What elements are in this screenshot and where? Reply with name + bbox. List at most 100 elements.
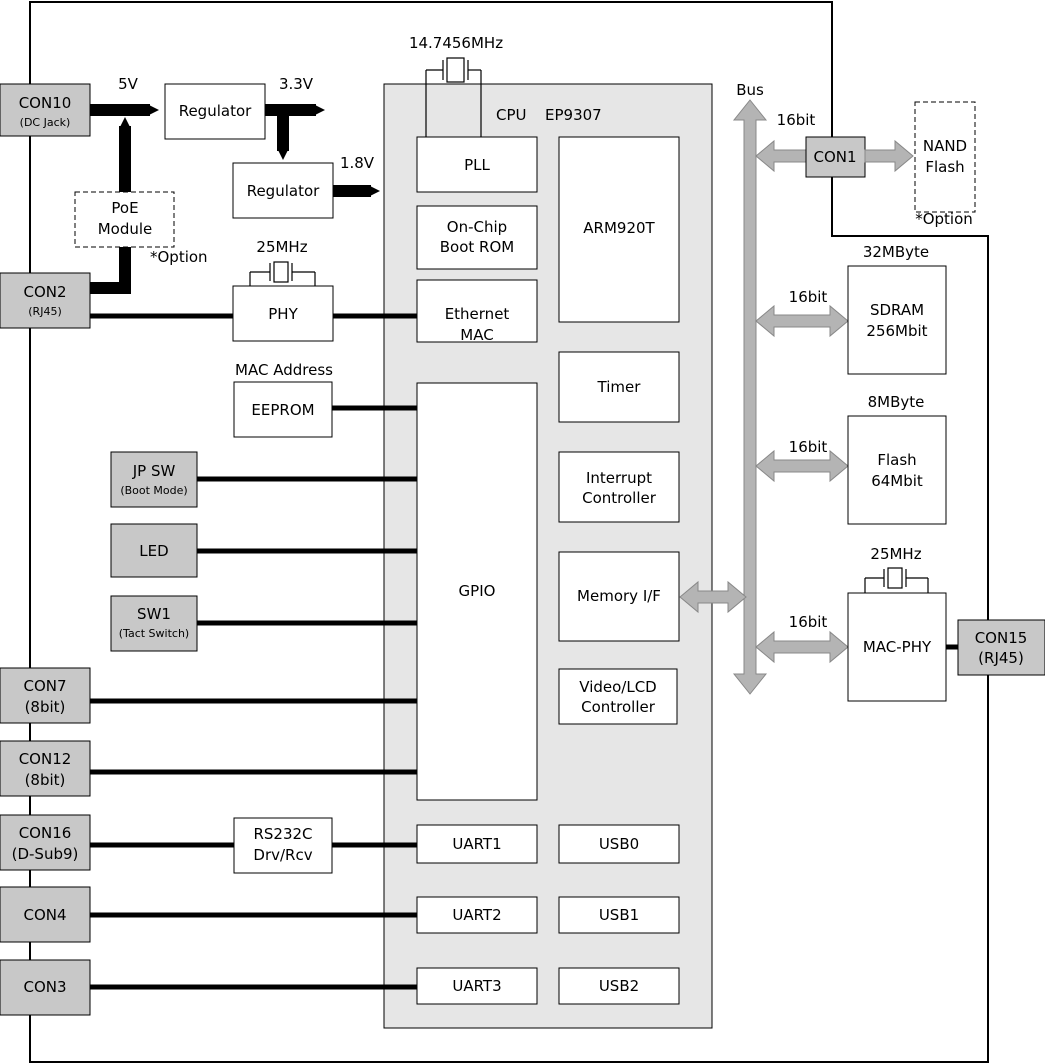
regulator1-label: Regulator <box>179 102 252 120</box>
crystal-icon <box>249 261 316 286</box>
sw1-sub: (Tact Switch) <box>119 627 189 640</box>
arm-box <box>558 136 680 323</box>
board-outline <box>29 1 989 1063</box>
jp-sw-box <box>110 451 198 508</box>
usb1-label: USB1 <box>599 906 639 924</box>
bootrom-line1: On-Chip <box>447 218 507 236</box>
con16-label: CON16 <box>19 824 72 842</box>
nand-width-label: 16bit <box>777 111 816 129</box>
macphy-label: MAC-PHY <box>863 638 932 656</box>
con10-label: CON10 <box>19 94 72 112</box>
cpu-model: EP9307 <box>545 106 602 124</box>
con7-sub: (8bit) <box>25 698 66 716</box>
led-box <box>110 523 198 578</box>
nand-line2: Flash <box>925 158 964 176</box>
led-label: LED <box>139 542 168 560</box>
sdram-width-label: 16bit <box>789 288 828 306</box>
con3-box <box>0 959 91 1016</box>
sdram-box <box>847 265 947 375</box>
con15-label: CON15 <box>975 629 1028 647</box>
signal-lines <box>90 313 417 990</box>
eeprom-caption: MAC Address <box>235 361 333 379</box>
con2-sub: (RJ45) <box>28 305 61 318</box>
con1-label: CON1 <box>813 148 856 166</box>
usb1-box <box>558 896 680 934</box>
flash-line1: Flash <box>877 451 916 469</box>
video-line1: Video/LCD <box>579 678 656 696</box>
bootrom-box <box>416 205 538 270</box>
uart2-box <box>416 896 538 934</box>
con4-box <box>0 886 91 943</box>
memif-bus-arrow <box>679 580 747 614</box>
usb0-label: USB0 <box>599 835 639 853</box>
v5-label: 5V <box>118 75 139 93</box>
intc-line1: Interrupt <box>586 469 652 487</box>
video-box <box>558 668 678 725</box>
con12-box <box>0 740 91 797</box>
cpu-title: CPU <box>496 106 527 124</box>
rs232c-line2: Drv/Rcv <box>253 846 312 864</box>
regulator2-label: Regulator <box>247 182 320 200</box>
uart2-label: UART2 <box>452 906 501 924</box>
flash-capacity: 8MByte <box>868 393 925 411</box>
uart1-label: UART1 <box>452 835 501 853</box>
intc-line2: Controller <box>582 489 657 507</box>
intc-box <box>558 451 680 523</box>
rs232c-line1: RS232C <box>253 825 312 843</box>
ethmac-box <box>416 279 538 343</box>
memif-label: Memory I/F <box>577 587 661 605</box>
con16-sub: (D-Sub9) <box>12 845 79 863</box>
gpio-box <box>416 382 538 801</box>
usb2-label: USB2 <box>599 977 639 995</box>
con2-label: CON2 <box>23 283 66 301</box>
v18-label: 1.8V <box>340 154 375 172</box>
nand-box <box>914 101 976 213</box>
sdram-capacity: 32MByte <box>863 243 929 261</box>
sdram-bus-arrow <box>755 304 849 338</box>
flash-width-label: 16bit <box>789 438 828 456</box>
phy-label: PHY <box>268 305 298 323</box>
usb0-box <box>558 824 680 864</box>
con10-sub: (DC Jack) <box>20 116 71 129</box>
jp-sw-sub: (Boot Mode) <box>120 484 187 497</box>
poe-option: *Option <box>150 248 208 266</box>
jp-sw-label: JP SW <box>132 462 176 480</box>
sdram-line1: SDRAM <box>870 301 924 319</box>
nand-option: *Option <box>915 210 973 228</box>
eeprom-box <box>233 381 333 438</box>
timer-box <box>558 351 680 423</box>
sdram-line2: 256Mbit <box>866 322 927 340</box>
con15-sub: (RJ45) <box>978 649 1024 667</box>
crystal-icon <box>864 567 929 593</box>
poe-line2: Module <box>98 220 153 238</box>
bus-label: Bus <box>736 81 764 99</box>
video-line2: Controller <box>581 698 656 716</box>
con7-box <box>0 667 91 724</box>
uart3-label: UART3 <box>452 977 501 995</box>
v33-label: 3.3V <box>279 75 314 93</box>
poe-feed-line <box>90 247 131 294</box>
con1-bus-arrow <box>755 139 807 173</box>
con2-box <box>0 272 91 329</box>
uart1-box <box>416 824 538 864</box>
bus-arrow <box>732 99 768 695</box>
con3-label: CON3 <box>23 978 66 996</box>
macphy-box <box>847 592 947 702</box>
flash-box <box>847 415 947 525</box>
macphy-width-label: 16bit <box>789 613 828 631</box>
timer-label: Timer <box>597 378 642 396</box>
sw1-label: SW1 <box>137 605 171 623</box>
sw1-box <box>110 595 198 652</box>
uart3-box <box>416 967 538 1005</box>
con7-label: CON7 <box>23 677 66 695</box>
con15-box <box>957 619 1045 676</box>
phy-crystal-label: 25MHz <box>256 238 307 256</box>
crystal-icon <box>425 57 482 137</box>
poe-module-box <box>74 191 175 248</box>
memif-box <box>558 551 680 642</box>
ethmac-line1: Ethernet <box>445 305 510 323</box>
poe-line1: PoE <box>111 199 138 217</box>
phy-box <box>232 285 334 342</box>
arm-label: ARM920T <box>583 219 655 237</box>
